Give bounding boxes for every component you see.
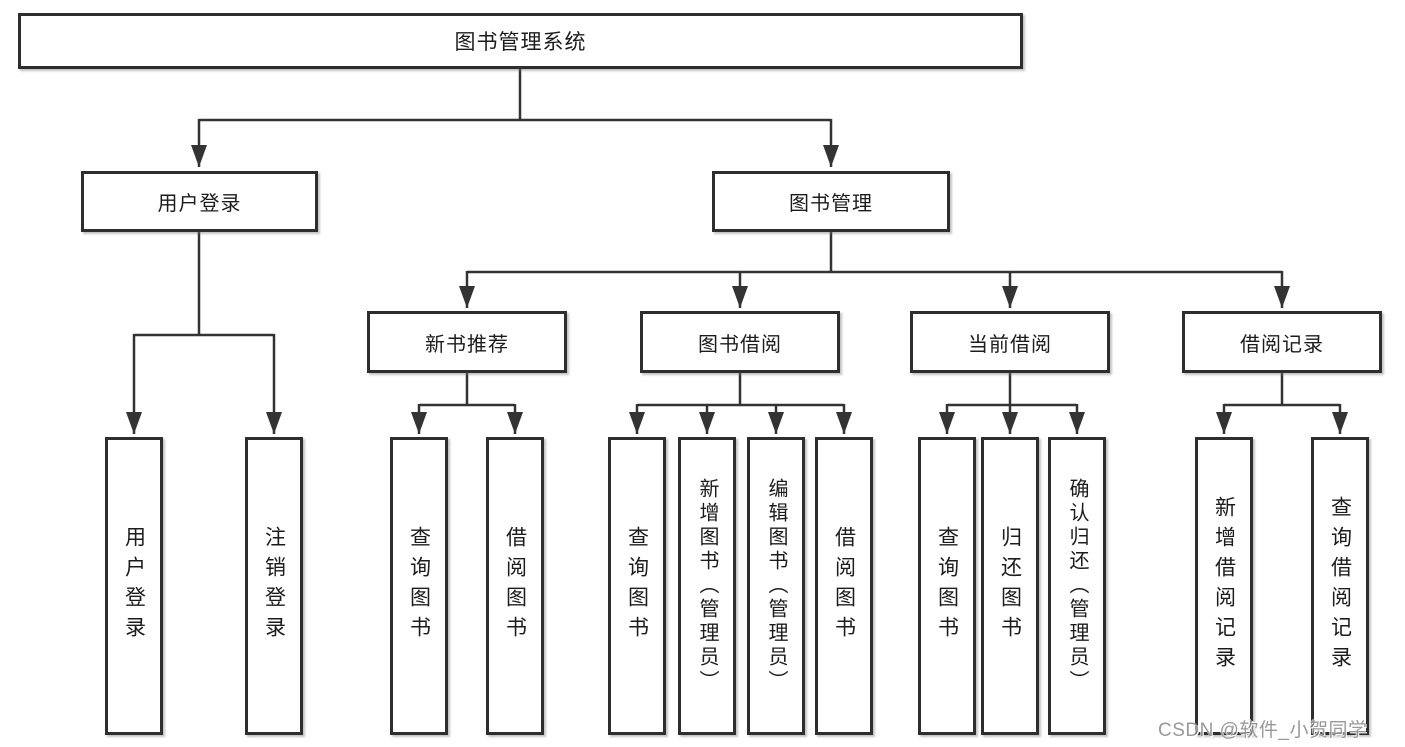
- node-root: 图书管理系统: [18, 13, 1023, 69]
- leaf-user-login: 用户登录: [105, 437, 163, 735]
- node-book-borrow: 图书借阅: [640, 311, 840, 373]
- node-book-management: 图书管理: [712, 171, 950, 232]
- node-borrow-record: 借阅记录: [1182, 311, 1382, 373]
- leaf-query-book-1: 查询图书: [390, 437, 448, 735]
- leaf-query-book-3: 查询图书: [918, 437, 976, 735]
- leaf-add-book-admin: 新增图书（管理员）: [678, 437, 736, 735]
- node-current-borrow: 当前借阅: [910, 311, 1110, 373]
- leaf-edit-book-admin: 编辑图书（管理员）: [747, 437, 805, 735]
- leaf-return-book: 归还图书: [981, 437, 1039, 735]
- leaf-logout: 注销登录: [245, 437, 303, 735]
- leaf-query-book-2: 查询图书: [608, 437, 666, 735]
- leaf-borrow-book-2: 借阅图书: [815, 437, 873, 735]
- leaf-borrow-book-1: 借阅图书: [486, 437, 544, 735]
- leaf-confirm-return-admin: 确认归还（管理员）: [1048, 437, 1106, 735]
- leaf-add-borrow-record: 新增借阅记录: [1195, 437, 1253, 735]
- watermark: CSDN @软件_小贺同学: [1158, 720, 1368, 741]
- node-user-login: 用户登录: [81, 171, 318, 232]
- leaf-query-borrow-record: 查询借阅记录: [1311, 437, 1369, 735]
- node-new-book-recommend: 新书推荐: [367, 311, 567, 373]
